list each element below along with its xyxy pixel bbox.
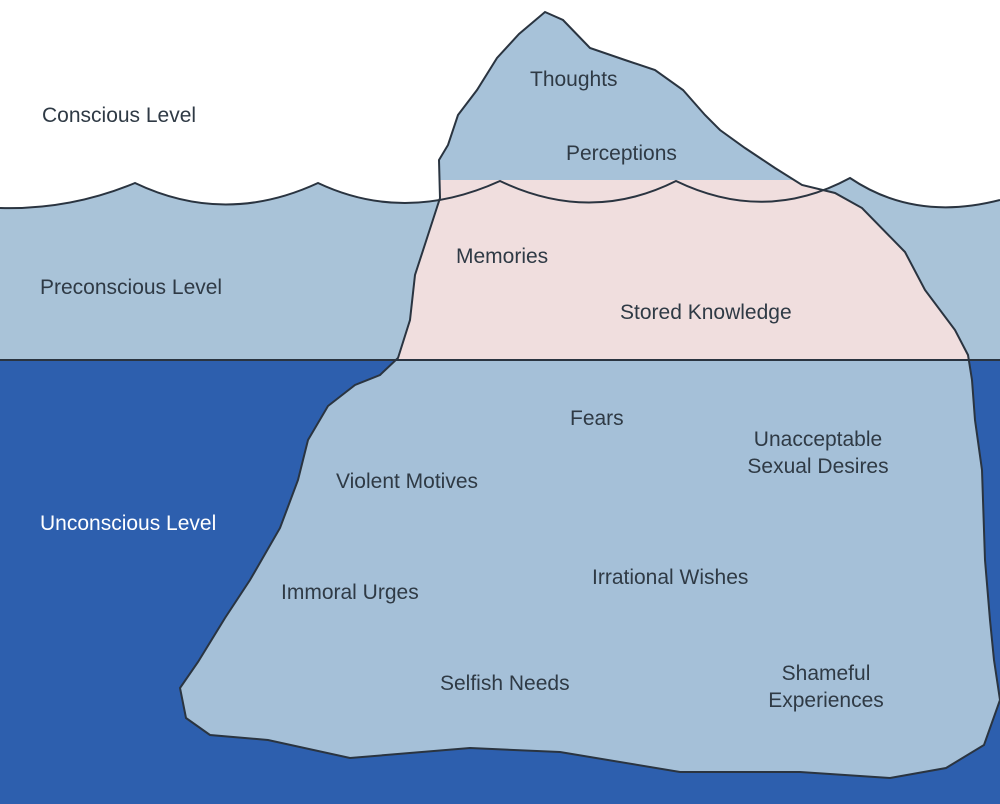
- unacceptable-sexual-desires-label: Unacceptable Sexual Desires: [747, 428, 889, 478]
- fears-label: Fears: [570, 407, 624, 430]
- shameful-experiences-label: Shameful Experiences: [768, 662, 884, 712]
- irrational-wishes-label: Irrational Wishes: [592, 566, 749, 589]
- violent-motives-label: Violent Motives: [336, 470, 479, 493]
- immoral-urges-label: Immoral Urges: [281, 581, 419, 604]
- conscious-level-label: Conscious Level: [42, 104, 197, 127]
- water-surface-line: [0, 176, 1000, 210]
- selfish-needs-label: Selfish Needs: [440, 672, 570, 695]
- memories-label: Memories: [456, 245, 549, 268]
- unconscious-level-label: Unconscious Level: [40, 512, 217, 535]
- preconscious-level-label: Preconscious Level: [40, 276, 223, 299]
- perceptions-label: Perceptions: [566, 142, 677, 165]
- thoughts-label: Thoughts: [530, 68, 618, 91]
- stored-knowledge-label: Stored Knowledge: [620, 301, 792, 324]
